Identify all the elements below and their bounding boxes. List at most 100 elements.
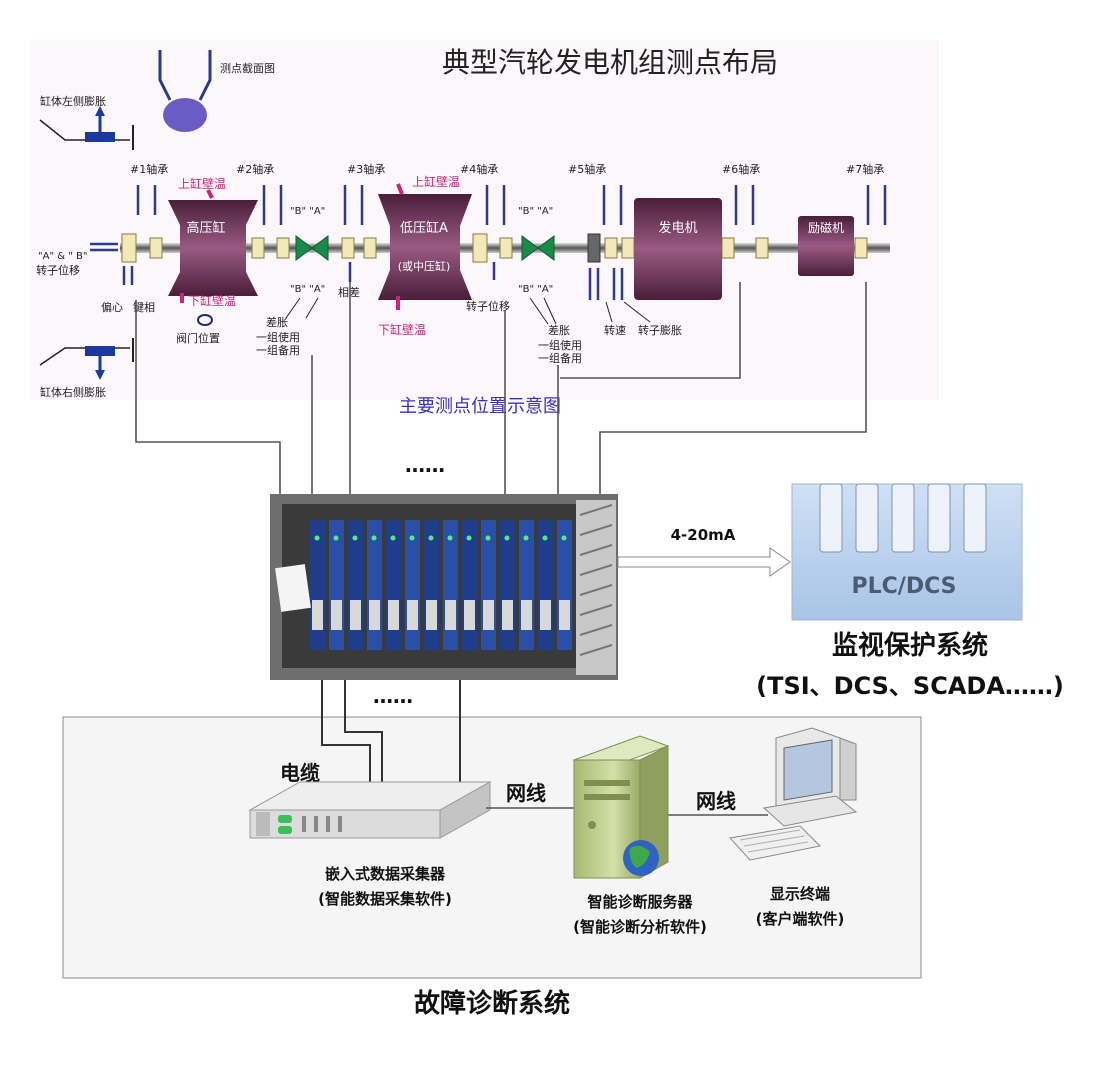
rack-led — [371, 535, 377, 541]
eccentricity-probe-icon — [122, 266, 134, 285]
coupling-1-ba-top: "B" "A" — [290, 206, 325, 217]
rack-led — [466, 535, 472, 541]
group-spare-1-label: 一组备用 — [256, 343, 300, 357]
server-sub: (智能诊断分析软件) — [573, 918, 707, 936]
rack-led — [447, 535, 453, 541]
hp-upper-temp-label: 上缸壁温 — [178, 176, 226, 191]
lp-cylinder: 低压缸A (或中压缸) — [378, 194, 472, 300]
hp-lower-temp-label: 下缸壁温 — [188, 293, 236, 308]
temp-probe-icon — [396, 183, 404, 195]
rack-port — [464, 600, 475, 630]
rack-led — [504, 535, 510, 541]
speed-label: 转速 — [604, 323, 626, 337]
bearing-6-label: #6轴承 — [722, 162, 760, 176]
rack-led — [390, 535, 396, 541]
svg-text:发电机: 发电机 — [658, 220, 697, 236]
svg-text:励磁机: 励磁机 — [808, 220, 844, 235]
signal-arrow-icon — [617, 547, 791, 577]
rack-port — [331, 600, 342, 630]
hp-cylinder: 高压缸 — [168, 200, 258, 296]
rack-led — [485, 535, 491, 541]
server-device — [572, 735, 670, 879]
collector-title: 嵌入式数据采集器 — [325, 865, 446, 883]
rack-led — [409, 535, 415, 541]
rack-port — [445, 600, 456, 630]
bearing-blocks — [121, 233, 868, 263]
rack-port — [369, 600, 380, 630]
rack-led — [352, 535, 358, 541]
net2-label: 网线 — [696, 789, 736, 813]
group-spare-2-label: 一组备用 — [538, 351, 582, 365]
rack-led — [561, 535, 567, 541]
exciter: 励磁机 — [798, 216, 854, 276]
rack-port — [521, 600, 532, 630]
keyphasor-label: 键相 — [133, 300, 155, 314]
ab-probe-label: "A" & " B" — [38, 251, 87, 262]
rack-led — [333, 535, 339, 541]
rack-port — [426, 600, 437, 630]
rack-port — [559, 600, 570, 630]
bearing-4-label: #4轴承 — [460, 162, 498, 176]
generator: 发电机 — [634, 198, 722, 300]
rack-port — [502, 600, 513, 630]
coupling-green-2 — [521, 235, 555, 261]
terminal-sub: (客户端软件) — [756, 910, 845, 928]
group-use-1-label: 一组使用 — [256, 330, 300, 344]
axial-probe-icon — [90, 242, 118, 252]
signal-cables — [135, 282, 867, 494]
collector-sub: (智能数据采集软件) — [318, 890, 452, 908]
bearing-1-label: #1轴承 — [130, 162, 168, 176]
bearing-7-label: #7轴承 — [846, 162, 884, 176]
bearing-3-label: #3轴承 — [347, 162, 385, 176]
terminal-title: 显示终端 — [770, 885, 830, 903]
rack-port — [350, 600, 361, 630]
rotor-expansion-label: 转子膨胀 — [638, 323, 682, 337]
temp-probe-icon — [206, 189, 214, 199]
server-title: 智能诊断服务器 — [587, 893, 693, 911]
rack-to-collector-cables — [321, 680, 461, 782]
monitor-sub: (TSI、DCS、SCADA……) — [756, 672, 1064, 700]
coupling-1-ba-bottom: "B" "A" — [290, 284, 325, 295]
tsi-rack — [270, 494, 618, 680]
svg-text:缸体右侧膨胀: 缸体右侧膨胀 — [40, 385, 106, 399]
fault-title: 故障诊断系统 — [414, 988, 570, 1019]
valve-position-label: 阀门位置 — [176, 331, 220, 345]
diff-expansion-2-label: 差胀 — [548, 323, 570, 337]
svg-text:低压缸A: 低压缸A — [400, 220, 448, 236]
svg-text:缸体左侧膨胀: 缸体左侧膨胀 — [40, 94, 106, 108]
svg-text:(或中压缸): (或中压缸) — [398, 259, 451, 273]
svg-text:高压缸: 高压缸 — [186, 220, 225, 236]
collector-device — [248, 781, 492, 839]
rack-led — [542, 535, 548, 541]
section-view: 测点截面图 — [158, 50, 275, 132]
diagram-caption: 主要测点位置示意图 — [399, 396, 561, 417]
shaft-section-icon — [163, 98, 207, 132]
speed-gear-icon — [587, 233, 601, 263]
eccentricity-label: 偏心 — [101, 300, 123, 314]
rack-tag — [275, 564, 311, 612]
coupling-2-ba-bottom: "B" "A" — [518, 284, 553, 295]
rack-port — [540, 600, 551, 630]
coupling-green-1 — [295, 235, 329, 261]
lp-lower-temp-label: 下缸壁温 — [378, 322, 426, 337]
page-title: 典型汽轮发电机组测点布局 — [442, 46, 778, 79]
terminal-device — [729, 727, 858, 861]
rack-led — [314, 535, 320, 541]
cable-label: 电缆 — [280, 761, 320, 785]
rack-port — [407, 600, 418, 630]
vibration-probes — [136, 185, 887, 225]
monitor-title: 监视保护系统 — [832, 630, 988, 661]
bearing-2-label: #2轴承 — [236, 162, 274, 176]
plc-dcs-box: PLC/DCS — [791, 483, 1023, 621]
rack-led — [428, 535, 434, 541]
diff-expansion-1-label: 差胀 — [266, 315, 288, 329]
rack-port — [312, 600, 323, 630]
left-expansion-probe: 缸体左侧膨胀 — [39, 94, 134, 150]
valve-ring-icon — [197, 314, 213, 326]
rack-port — [483, 600, 494, 630]
bearing-5-label: #5轴承 — [568, 162, 606, 176]
right-expansion-probe: 缸体右侧膨胀 — [39, 338, 134, 399]
group-use-2-label: 一组使用 — [538, 338, 582, 352]
